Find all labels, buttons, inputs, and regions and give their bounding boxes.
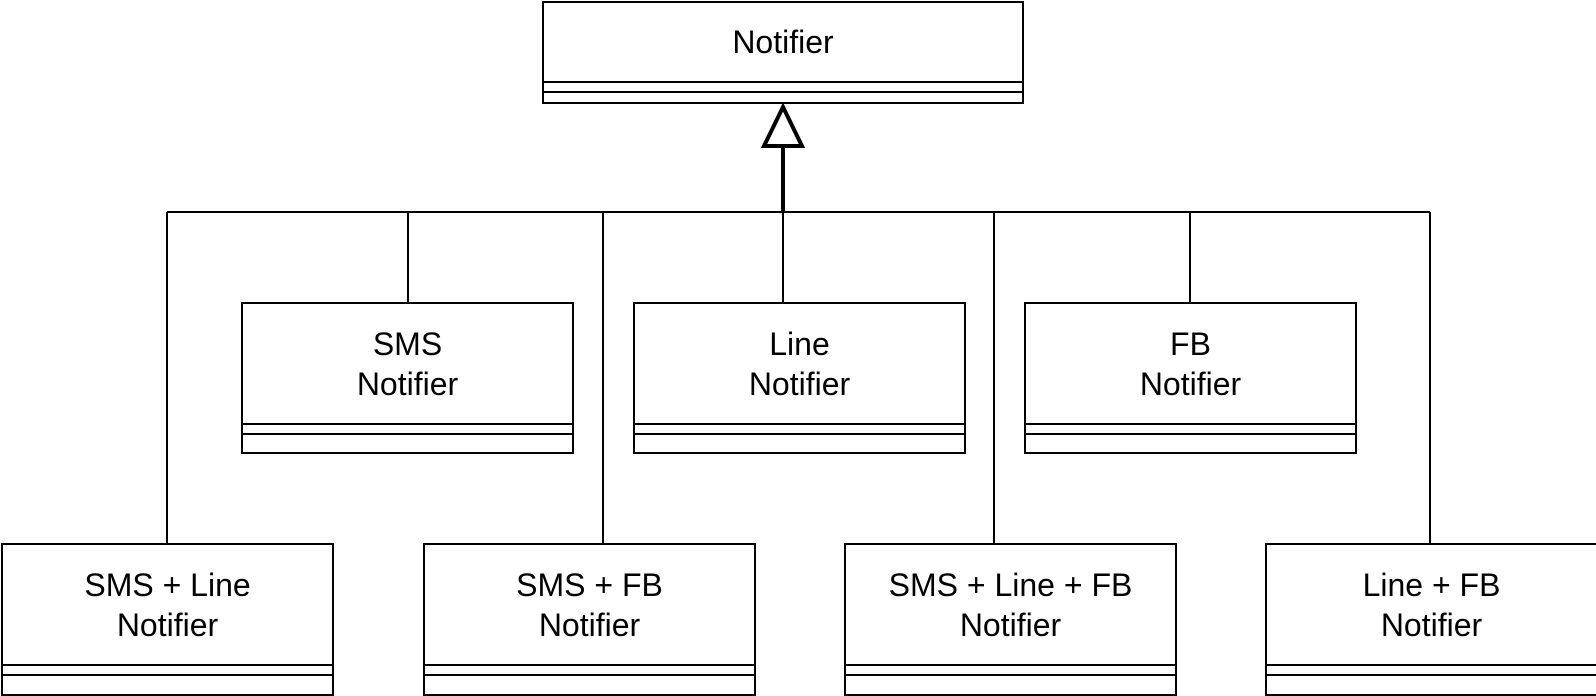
class-sms-line-fb-notifier-line1: SMS + Line + FB	[888, 566, 1133, 603]
class-line-fb-notifier-name: Line + FB Notifier	[1267, 545, 1596, 666]
class-notifier-name: Notifier	[544, 3, 1022, 83]
class-sms-fb-notifier-name: SMS + FB Notifier	[425, 545, 754, 666]
class-sms-line-fb-notifier-line2: Notifier	[959, 606, 1062, 643]
class-sms-line-notifier-methods	[3, 676, 332, 686]
class-notifier-label: Notifier	[732, 24, 834, 60]
class-sms-notifier[interactable]: SMS Notifier	[241, 302, 574, 454]
class-sms-fb-notifier-line1: SMS + FB	[516, 566, 663, 603]
class-sms-notifier-name: SMS Notifier	[243, 304, 572, 425]
class-line-notifier-name: Line Notifier	[635, 304, 964, 425]
class-fb-notifier-methods	[1026, 435, 1355, 445]
class-sms-notifier-line1: SMS	[372, 325, 443, 362]
class-sms-fb-notifier-methods	[425, 676, 754, 686]
class-sms-line-notifier-attributes	[3, 666, 332, 676]
class-notifier-methods	[544, 93, 1022, 103]
class-sms-line-notifier-name: SMS + Line Notifier	[3, 545, 332, 666]
class-sms-line-fb-notifier[interactable]: SMS + Line + FB Notifier	[844, 543, 1177, 696]
class-line-fb-notifier-attributes	[1267, 666, 1596, 676]
generalization-arrowhead	[760, 102, 806, 148]
class-sms-line-fb-notifier-attributes	[846, 666, 1175, 676]
class-sms-line-notifier-line1: SMS + Line	[84, 566, 251, 603]
class-sms-notifier-methods	[243, 435, 572, 445]
class-fb-notifier-line2: Notifier	[1139, 365, 1242, 402]
class-sms-fb-notifier-line2: Notifier	[538, 606, 641, 643]
class-notifier[interactable]: Notifier	[542, 1, 1024, 104]
class-sms-line-notifier-line2: Notifier	[116, 606, 219, 643]
class-sms-notifier-line2: Notifier	[356, 365, 459, 402]
class-sms-fb-notifier[interactable]: SMS + FB Notifier	[423, 543, 756, 696]
class-sms-fb-notifier-attributes	[425, 666, 754, 676]
class-sms-line-notifier[interactable]: SMS + Line Notifier	[1, 543, 334, 696]
class-line-fb-notifier[interactable]: Line + FB Notifier	[1265, 543, 1596, 696]
class-line-notifier-line1: Line	[769, 325, 830, 362]
class-line-notifier-methods	[635, 435, 964, 445]
class-sms-line-fb-notifier-methods	[846, 676, 1175, 686]
class-notifier-attributes	[544, 83, 1022, 93]
class-line-fb-notifier-line2: Notifier	[1380, 606, 1483, 643]
class-sms-line-fb-notifier-name: SMS + Line + FB Notifier	[846, 545, 1175, 666]
class-line-fb-notifier-line1: Line + FB	[1362, 566, 1501, 603]
class-line-notifier[interactable]: Line Notifier	[633, 302, 966, 454]
class-line-notifier-line2: Notifier	[748, 365, 851, 402]
class-fb-notifier-name: FB Notifier	[1026, 304, 1355, 425]
class-line-fb-notifier-methods	[1267, 676, 1596, 686]
class-fb-notifier-attributes	[1026, 425, 1355, 435]
class-line-notifier-attributes	[635, 425, 964, 435]
class-fb-notifier-line1: FB	[1170, 325, 1211, 362]
class-fb-notifier[interactable]: FB Notifier	[1024, 302, 1357, 454]
class-sms-notifier-attributes	[243, 425, 572, 435]
